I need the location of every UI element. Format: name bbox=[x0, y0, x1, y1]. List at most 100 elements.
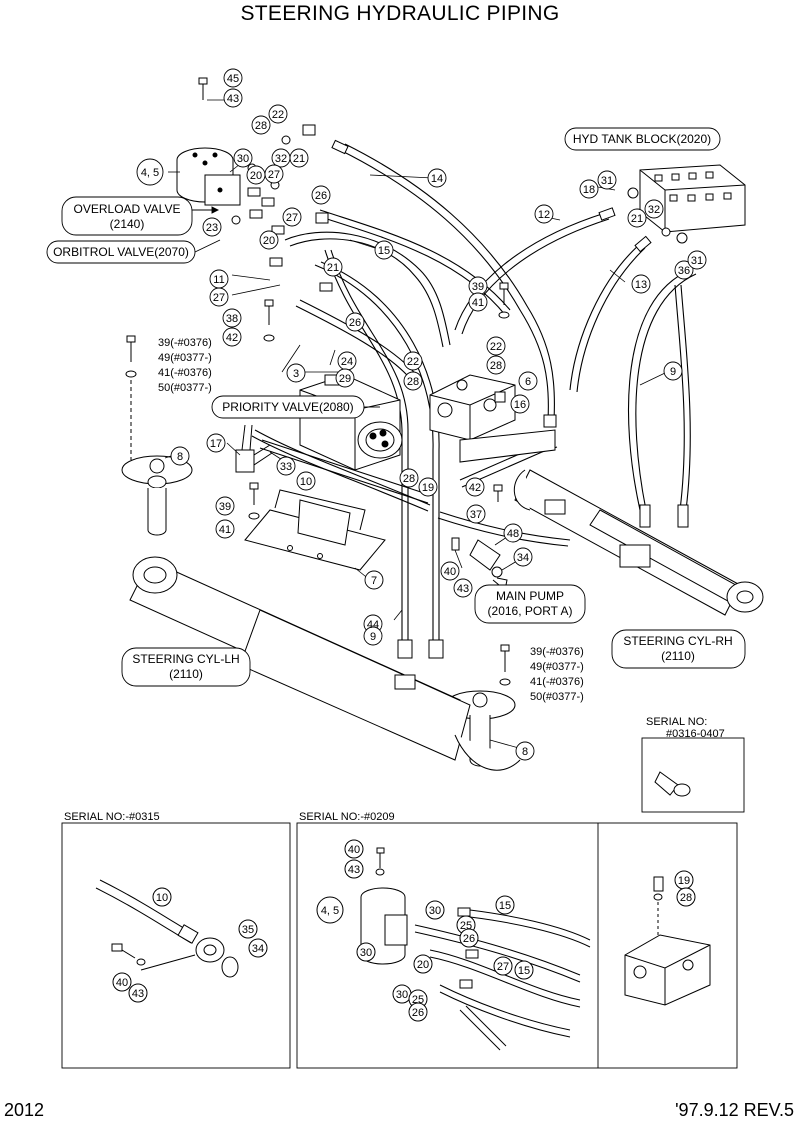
callout-40: 40 bbox=[116, 977, 128, 989]
callout-30: 30 bbox=[360, 947, 372, 959]
callout-15: 15 bbox=[518, 965, 530, 977]
callout-circles bbox=[136, 68, 724, 780]
callout-29: 29 bbox=[339, 373, 351, 385]
callout-37: 37 bbox=[470, 509, 482, 521]
callout-24: 24 bbox=[341, 356, 353, 368]
main-pump-fitting bbox=[451, 537, 508, 591]
bolt-notes: 39(-#0376) 49(#0377-) 41(-#0376) 50(#037… bbox=[158, 337, 584, 703]
callout-26: 26 bbox=[349, 317, 361, 329]
callout-12: 12 bbox=[538, 209, 550, 221]
callout-11: 11 bbox=[213, 274, 224, 286]
callout-43: 43 bbox=[348, 864, 360, 876]
callout-35: 35 bbox=[242, 924, 254, 936]
callout-21: 21 bbox=[631, 213, 643, 225]
note-39-a: 39(-#0376) bbox=[158, 337, 212, 349]
steering-cylinder-rh bbox=[513, 469, 764, 616]
callout-28: 28 bbox=[403, 473, 415, 485]
callout-40: 40 bbox=[444, 566, 456, 578]
callout-43: 43 bbox=[227, 93, 239, 105]
callout-26: 26 bbox=[315, 190, 327, 202]
page-number: 2012 bbox=[4, 1100, 45, 1120]
callout-numbers: 45 43 4, 5 28 22 30 32 21 20 27 14 26 27… bbox=[141, 73, 720, 777]
callout-21: 21 bbox=[293, 153, 305, 165]
callout-28: 28 bbox=[490, 360, 502, 372]
label-main-pump-port: (2016, PORT A) bbox=[488, 604, 573, 618]
callout-36: 36 bbox=[678, 265, 690, 277]
inset-serial-0315: SERIAL NO:-#0315 10 35 34 40 43 bbox=[61, 811, 291, 1069]
callout-8: 8 bbox=[522, 746, 528, 758]
callout-13: 13 bbox=[635, 279, 647, 291]
steering-cylinder-lh bbox=[129, 556, 521, 771]
label-arrows bbox=[192, 206, 380, 408]
callout-42: 42 bbox=[469, 482, 481, 494]
label-overload-valve: OVERLOAD VALVE bbox=[74, 202, 181, 216]
label-priority-valve: PRIORITY VALVE(2080) bbox=[222, 400, 353, 414]
label-main-pump: MAIN PUMP bbox=[496, 589, 564, 603]
note-49-b: 49(#0377-) bbox=[530, 661, 584, 673]
callout-25: 25 bbox=[412, 994, 424, 1006]
callout-43: 43 bbox=[457, 583, 469, 595]
callout-10: 10 bbox=[156, 892, 168, 904]
bolts bbox=[248, 282, 510, 520]
callout-27: 27 bbox=[213, 292, 225, 304]
callout-27: 27 bbox=[286, 212, 298, 224]
callout-31: 31 bbox=[601, 175, 613, 187]
note-39-b: 39(-#0376) bbox=[530, 646, 584, 658]
callout-15: 15 bbox=[499, 900, 511, 912]
callout-16: 16 bbox=[514, 399, 526, 411]
callout-30: 30 bbox=[396, 989, 408, 1001]
callout-6: 6 bbox=[525, 376, 531, 388]
note-49-a: 49(#0377-) bbox=[158, 352, 212, 364]
callout-40: 40 bbox=[348, 844, 360, 856]
callout-4-5: 4, 5 bbox=[321, 905, 339, 917]
label-orbitrol-valve: ORBITROL VALVE(2070) bbox=[53, 245, 189, 259]
callout-41: 41 bbox=[472, 297, 484, 309]
callout-32: 32 bbox=[648, 204, 660, 216]
callout-44: 44 bbox=[367, 619, 379, 631]
callout-22: 22 bbox=[272, 109, 284, 121]
overload-valve bbox=[176, 77, 241, 206]
callout-4-5: 4, 5 bbox=[141, 167, 159, 179]
callout-34: 34 bbox=[252, 943, 264, 955]
note-50-a: 50(#0377-) bbox=[158, 382, 212, 394]
callout-48: 48 bbox=[507, 528, 519, 540]
callout-23: 23 bbox=[206, 222, 218, 234]
label-steering-cyl-rh-code: (2110) bbox=[661, 649, 695, 663]
cylinder-pin-upper bbox=[121, 335, 193, 536]
callout-28: 28 bbox=[255, 120, 267, 132]
fitting-17 bbox=[235, 424, 273, 473]
callout-3: 3 bbox=[293, 368, 299, 380]
callout-20: 20 bbox=[263, 235, 275, 247]
callout-41: 41 bbox=[219, 524, 231, 536]
callout-25: 25 bbox=[460, 920, 472, 932]
hose-fittings bbox=[331, 139, 689, 659]
callout-43: 43 bbox=[132, 988, 144, 1000]
callout-33: 33 bbox=[280, 461, 292, 473]
orbitrol-fittings bbox=[231, 124, 333, 292]
callout-27: 27 bbox=[497, 961, 509, 973]
callout-28: 28 bbox=[680, 892, 692, 904]
callout-7: 7 bbox=[371, 575, 377, 587]
mount-bracket bbox=[244, 489, 386, 571]
inset-serial-0315-label: SERIAL NO:-#0315 bbox=[64, 811, 160, 823]
callout-19: 19 bbox=[678, 875, 690, 887]
callout-30: 30 bbox=[237, 153, 249, 165]
note-41-b: 41(-#0376) bbox=[530, 676, 584, 688]
callout-21: 21 bbox=[327, 262, 339, 274]
callout-42: 42 bbox=[226, 332, 238, 344]
callout-32: 32 bbox=[275, 153, 287, 165]
callout-26: 26 bbox=[412, 1007, 424, 1019]
priority-valve bbox=[299, 374, 403, 471]
label-steering-cyl-lh: STEERING CYL-LH bbox=[132, 652, 239, 666]
callout-14: 14 bbox=[431, 173, 443, 185]
note-41-a: 41(-#0376) bbox=[158, 367, 212, 379]
inset-serial-label: SERIAL NO: bbox=[646, 716, 707, 728]
label-steering-cyl-rh: STEERING CYL-RH bbox=[623, 634, 732, 648]
callout-39: 39 bbox=[219, 501, 231, 513]
callout-45: 45 bbox=[227, 73, 239, 85]
inset-serial-0209-label: SERIAL NO:-#0209 bbox=[299, 811, 395, 823]
inset-serial-0209: SERIAL NO:-#0209 40 43 4, 5 30 bbox=[296, 811, 738, 1069]
callout-8: 8 bbox=[177, 451, 183, 463]
hose-lines bbox=[251, 143, 697, 650]
